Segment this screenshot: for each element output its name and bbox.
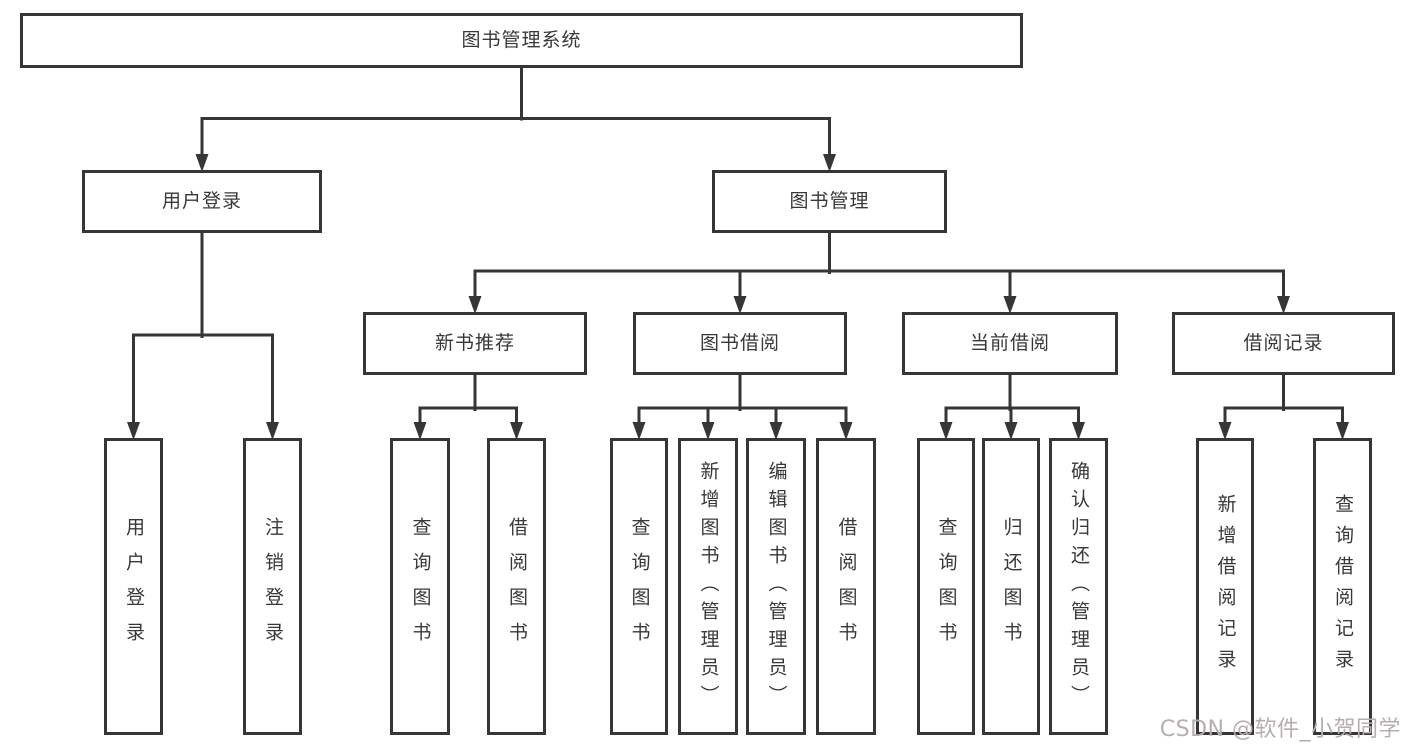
node-root-label: 图书管理系统 bbox=[461, 29, 582, 51]
node-current-borrow: 当前借阅 bbox=[902, 312, 1118, 375]
arrowhead bbox=[1004, 422, 1018, 440]
arrowhead bbox=[195, 154, 209, 172]
watermark: CSDN @软件_小贺同学 bbox=[1159, 717, 1401, 742]
arrowhead bbox=[632, 422, 646, 440]
leaf-borrow-books-2-label: 借阅图书 bbox=[835, 516, 858, 657]
leaf-return-book-label: 归还图书 bbox=[1000, 516, 1023, 657]
leaf-logout-label: 注销登录 bbox=[262, 516, 284, 657]
node-new-book-rec-label: 新书推荐 bbox=[434, 332, 515, 354]
connector-current-borrow-to-leaves bbox=[944, 373, 1080, 426]
leaf-add-book-admin-label: 新增图书（管理员） bbox=[697, 460, 720, 713]
leaf-query-books-2: 查询图书 bbox=[610, 438, 668, 735]
node-current-borrow-label: 当前借阅 bbox=[969, 332, 1050, 354]
leaf-borrow-books-1: 借阅图书 bbox=[487, 438, 546, 735]
arrowhead bbox=[939, 422, 953, 440]
leaf-query-books-1: 查询图书 bbox=[390, 438, 450, 735]
leaf-edit-book-admin-label: 编辑图书（管理员） bbox=[765, 460, 788, 713]
arrowhead bbox=[1336, 422, 1349, 440]
arrowhead bbox=[701, 422, 715, 440]
arrowhead bbox=[127, 422, 140, 440]
arrowhead bbox=[266, 422, 279, 440]
leaf-borrow-books-1-label: 借阅图书 bbox=[506, 516, 528, 657]
arrowhead bbox=[769, 422, 783, 440]
connector-borrow-records-to-leaves bbox=[1223, 373, 1344, 426]
arrowhead bbox=[510, 422, 523, 440]
node-borrow-records: 借阅记录 bbox=[1172, 312, 1395, 375]
arrowhead bbox=[1218, 422, 1232, 440]
node-root: 图书管理系统 bbox=[20, 13, 1023, 68]
leaf-user-login-label: 用户登录 bbox=[123, 516, 145, 657]
leaf-return-book: 归还图书 bbox=[982, 438, 1040, 735]
arrowhead bbox=[468, 296, 482, 314]
node-book-mgmt-label: 图书管理 bbox=[789, 190, 870, 212]
arrowheads bbox=[127, 154, 1349, 440]
leaf-borrow-books-2: 借阅图书 bbox=[816, 438, 876, 735]
leaf-add-borrow-record-label: 新增借阅记录 bbox=[1214, 493, 1237, 680]
leaf-logout: 注销登录 bbox=[243, 438, 302, 735]
arrowhead bbox=[839, 422, 853, 440]
node-new-book-rec: 新书推荐 bbox=[363, 312, 587, 375]
connector-root-to-level2 bbox=[200, 66, 831, 158]
node-borrow-records-label: 借阅记录 bbox=[1243, 332, 1324, 354]
leaf-user-login: 用户登录 bbox=[104, 438, 163, 735]
arrowhead bbox=[1003, 296, 1017, 314]
node-user-login-label: 用户登录 bbox=[161, 190, 242, 212]
arrowhead bbox=[1072, 422, 1085, 440]
leaf-query-borrow-record: 查询借阅记录 bbox=[1313, 438, 1372, 735]
leaf-add-book-admin: 新增图书（管理员） bbox=[678, 438, 738, 735]
connector-user-login-to-leaves bbox=[132, 231, 274, 426]
leaf-confirm-return-admin: 确认归还（管理员） bbox=[1049, 438, 1108, 735]
node-book-mgmt: 图书管理 bbox=[712, 170, 947, 233]
node-book-borrow: 图书借阅 bbox=[633, 312, 847, 375]
arrowhead bbox=[733, 296, 747, 314]
leaf-add-borrow-record: 新增借阅记录 bbox=[1196, 438, 1254, 735]
connector-book-mgmt-to-level3 bbox=[473, 231, 1285, 300]
arrowhead bbox=[823, 154, 836, 172]
node-user-login: 用户登录 bbox=[82, 170, 322, 233]
leaf-query-books-2-label: 查询图书 bbox=[628, 516, 651, 657]
leaf-edit-book-admin: 编辑图书（管理员） bbox=[746, 438, 806, 735]
leaf-query-books-3: 查询图书 bbox=[917, 438, 975, 735]
leaf-query-books-3-label: 查询图书 bbox=[935, 516, 958, 657]
leaf-query-borrow-record-label: 查询借阅记录 bbox=[1332, 493, 1354, 680]
node-book-borrow-label: 图书借阅 bbox=[699, 332, 780, 354]
connector-new-book-rec-to-leaves bbox=[418, 373, 518, 426]
leaf-query-books-1-label: 查询图书 bbox=[409, 516, 432, 657]
leaf-confirm-return-admin-label: 确认归还（管理员） bbox=[1068, 460, 1090, 713]
arrowhead bbox=[1277, 296, 1290, 314]
connector-book-borrow-to-leaves bbox=[637, 373, 848, 426]
arrowhead bbox=[413, 422, 427, 440]
